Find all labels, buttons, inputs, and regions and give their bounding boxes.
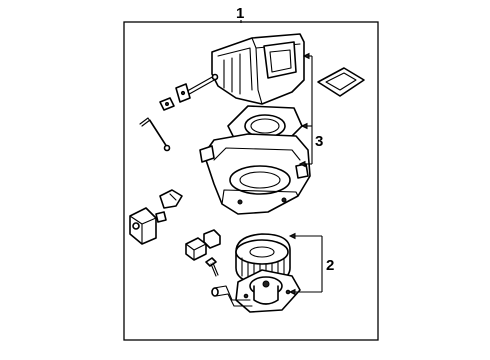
link-rod-icon (139, 117, 171, 152)
gasket-icon (317, 67, 365, 97)
resistor-icon (185, 229, 221, 261)
cooling-hose-icon (211, 285, 253, 307)
mode-actuator-icon (129, 207, 167, 245)
blower-case-lower-icon (199, 133, 311, 215)
callout-2-bracket (288, 232, 323, 296)
blower-motor-icon (235, 269, 301, 313)
callout-3: 3 (315, 133, 323, 150)
actuator-link-rod-icon (175, 73, 219, 103)
callout-2: 2 (326, 257, 334, 274)
blower-wheel-icon (235, 233, 291, 285)
bracket-icon (159, 189, 183, 209)
bolt-icon (205, 257, 219, 277)
callout-3-bracket (298, 52, 313, 168)
assembly-border (123, 21, 379, 341)
callout-1: 1 (236, 5, 244, 22)
control-lever-icon (159, 97, 175, 111)
blower-case-upper-icon (211, 33, 305, 105)
